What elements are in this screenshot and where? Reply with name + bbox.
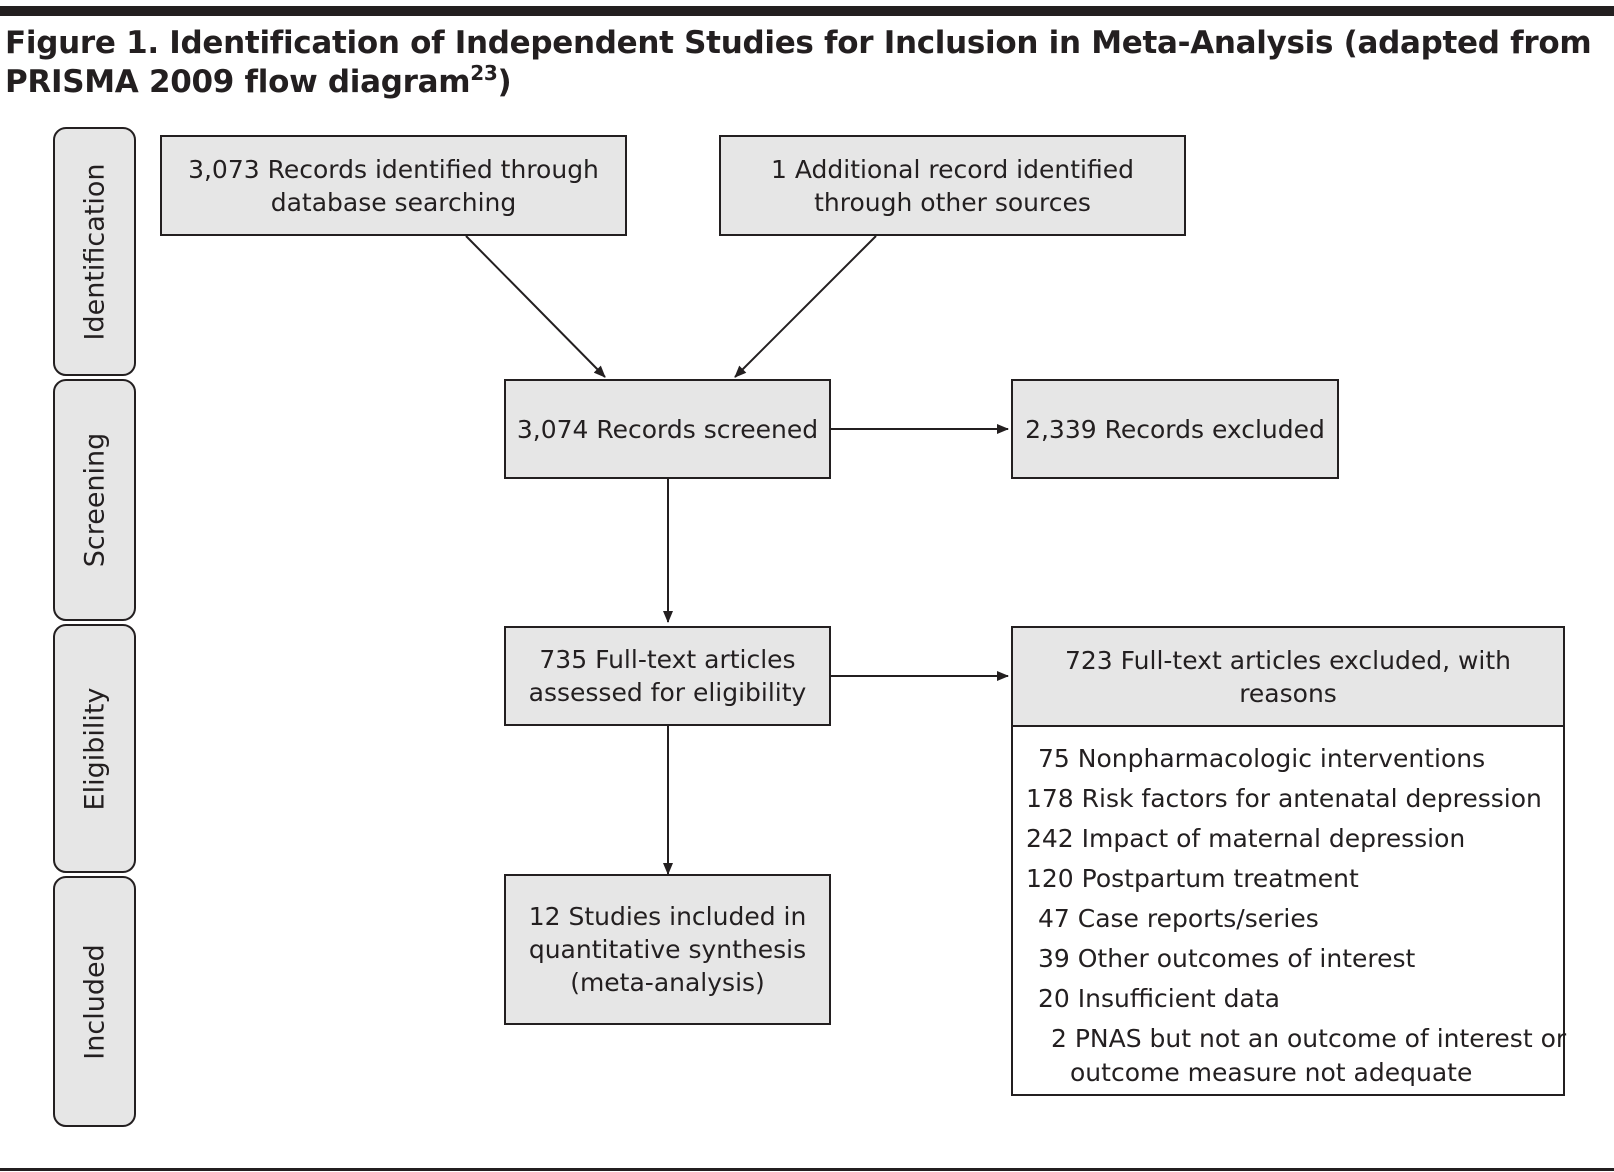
box-database-records-line-2: database searching [270, 187, 517, 217]
top-rule [0, 6, 1614, 16]
box-records-screened-text: 3,074 Records screened [516, 414, 819, 444]
box-database-records-line-1: 3,073 Records identified through [188, 154, 599, 184]
figure-title-reference: 23 [470, 61, 498, 85]
stage-screening: Screening [53, 379, 136, 621]
box-full-text-excluded: 723 Full-text articles excluded, with re… [1011, 626, 1565, 727]
figure-title-close: ) [497, 64, 512, 100]
arrow-other-to-screened [734, 235, 877, 378]
figure-title-text: Figure 1. Identification of Independent … [5, 25, 1592, 100]
box-full-text-assessed-text: 735 Full-text articles assessed for elig… [529, 643, 807, 709]
box-other-sources-line-1: 1 Additional record identified [771, 154, 1134, 184]
box-studies-included-text: 12 Studies included in quantitative synt… [529, 900, 807, 999]
exclusion-reason: 2 PNAS but not an outcome of interest or [1051, 1024, 1567, 1053]
stage-included: Included [53, 876, 136, 1127]
exclusion-reason: 20 Insufficient data [1038, 984, 1280, 1013]
exclusion-reason: 120 Postpartum treatment [1026, 864, 1359, 893]
stage-eligibility: Eligibility [53, 624, 136, 873]
exclusion-reason: 242 Impact of maternal depression [1026, 824, 1466, 853]
box-studies-included-line-3: (meta-analysis) [570, 968, 765, 997]
box-full-text-assessed-line-1: 735 Full-text articles [539, 645, 796, 674]
exclusion-reason: 39 Other outcomes of interest [1038, 944, 1416, 973]
exclusion-reason-continuation: outcome measure not adequate [1070, 1058, 1473, 1087]
box-other-sources-text: 1 Additional record identified through o… [771, 153, 1134, 219]
box-database-records: 3,073 Records identified through databas… [160, 135, 627, 236]
bottom-rule [0, 1168, 1614, 1171]
box-full-text-assessed: 735 Full-text articles assessed for elig… [504, 626, 831, 726]
box-studies-included: 12 Studies included in quantitative synt… [504, 874, 831, 1025]
figure-title: Figure 1. Identification of Independent … [5, 24, 1605, 102]
box-studies-included-line-2: quantitative synthesis [528, 935, 807, 964]
stage-identification: Identification [53, 127, 136, 376]
box-records-excluded-text: 2,339 Records excluded [1025, 414, 1325, 444]
arrow-database-to-screened [465, 235, 606, 378]
box-full-text-excluded-text: 723 Full-text articles excluded, with re… [1065, 645, 1511, 708]
exclusion-reason: 75 Nonpharmacologic interventions [1038, 744, 1486, 773]
box-database-records-text: 3,073 Records identified through databas… [188, 153, 599, 219]
box-records-excluded: 2,339 Records excluded [1011, 379, 1339, 479]
exclusion-reasons-list: 75 Nonpharmacologic interventions 178 Ri… [1011, 727, 1567, 1096]
exclusion-reason: 47 Case reports/series [1038, 904, 1319, 933]
exclusion-reason: 178 Risk factors for antenatal depressio… [1026, 784, 1542, 813]
box-records-screened: 3,074 Records screened [504, 379, 831, 479]
box-studies-included-line-1: 12 Studies included in [528, 902, 807, 931]
box-full-text-assessed-line-2: assessed for eligibility [528, 678, 807, 707]
box-other-sources-line-2: through other sources [814, 187, 1091, 217]
box-other-sources: 1 Additional record identified through o… [719, 135, 1186, 236]
